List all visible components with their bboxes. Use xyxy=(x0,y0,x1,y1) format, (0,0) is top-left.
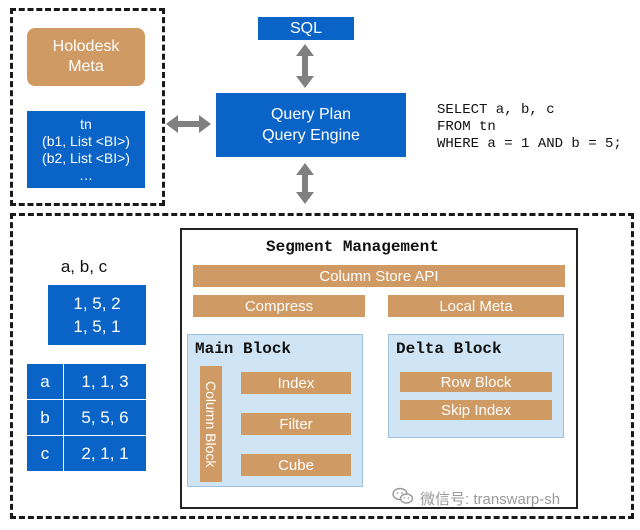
column-name-c: c xyxy=(40,443,50,463)
holodesk-meta-box: Holodesk Meta xyxy=(27,28,145,86)
skip-index-bar: Skip Index xyxy=(400,400,552,420)
sql-box: SQL xyxy=(258,17,354,40)
compress-bar: Compress xyxy=(193,295,365,317)
watermark-text: 微信号: transwarp-sh xyxy=(420,490,561,508)
sql-query-text: SELECT a, b, c FROM tn WHERE a = 1 AND b… xyxy=(437,102,622,152)
cube-bar: Cube xyxy=(241,454,351,476)
column-name-a: a xyxy=(40,371,50,391)
filter-bar: Filter xyxy=(241,413,351,435)
row-block-bar: Row Block xyxy=(400,372,552,392)
main-block-title: Main Block xyxy=(195,340,292,358)
column-values-a: 1, 1, 3 xyxy=(81,371,129,391)
table-divider-v xyxy=(63,364,64,471)
column-data-table: a 1, 1, 3 b 5, 5, 6 c 2, 1, 1 xyxy=(27,364,146,471)
column-store-api-bar: Column Store API xyxy=(193,265,565,287)
column-block-label: Column Block xyxy=(203,380,219,468)
table-divider-h2 xyxy=(27,435,146,436)
metastore-region xyxy=(10,8,165,206)
row-data-box: 1, 5, 2 1, 5, 1 xyxy=(48,285,146,345)
local-meta-bar: Local Meta xyxy=(388,295,564,317)
arrow-query-engine-storage xyxy=(296,163,314,204)
delta-block-title: Delta Block xyxy=(396,340,502,358)
wechat-icon xyxy=(392,487,414,509)
query-engine-box: Query Plan Query Engine xyxy=(216,93,406,157)
row-header-label: a, b, c xyxy=(60,257,108,276)
column-values-b: 5, 5, 6 xyxy=(81,407,129,427)
arrow-metastore-query-engine xyxy=(166,115,211,133)
watermark: 微信号: transwarp-sh xyxy=(392,487,560,509)
column-values-c: 2, 1, 1 xyxy=(81,443,129,463)
tn-schema-box: tn (b1, List <BI>) (b2, List <BI>) … xyxy=(27,111,145,188)
arrow-sql-query-engine xyxy=(296,44,314,88)
index-bar: Index xyxy=(241,372,351,394)
column-name-b: b xyxy=(40,407,50,427)
column-block-bar: Column Block xyxy=(200,366,222,482)
storage-region xyxy=(10,213,634,519)
table-divider-h1 xyxy=(27,399,146,400)
segment-management-title: Segment Management xyxy=(266,238,439,256)
